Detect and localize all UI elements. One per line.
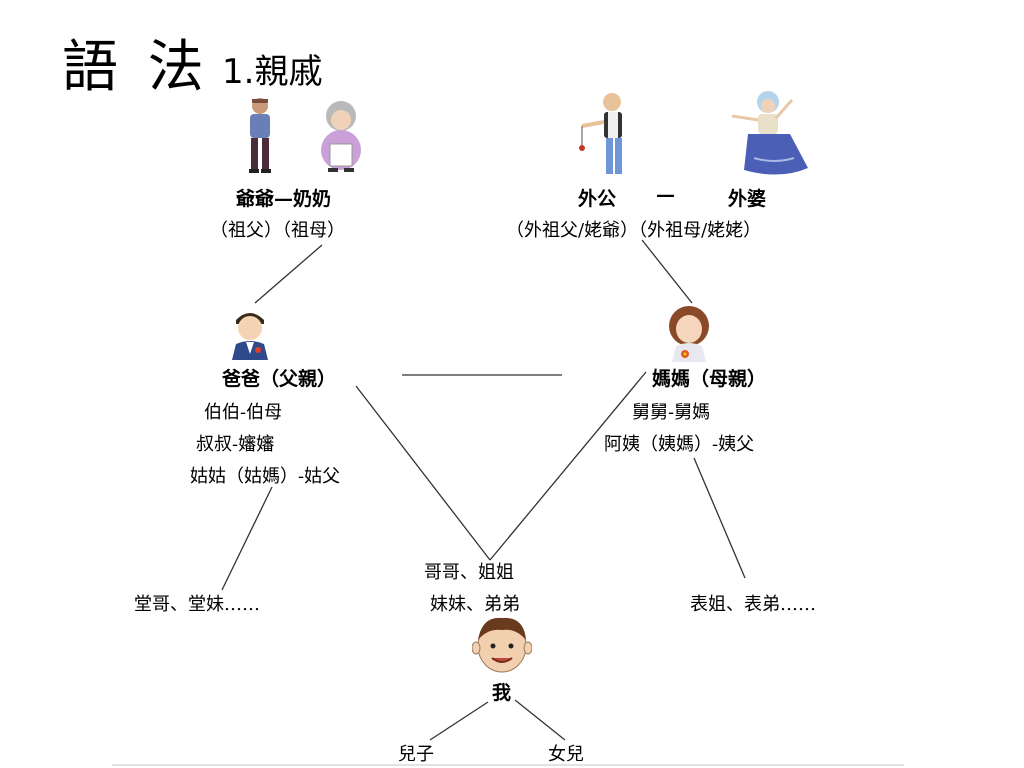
maternal-grandparents-dash: — xyxy=(656,184,675,206)
siblings-line-1: 哥哥、姐姐 xyxy=(424,562,514,583)
maternal-grandfather-figure-icon xyxy=(579,93,622,174)
daughter-label: 女兒 xyxy=(548,744,584,765)
line-grandparents-mother xyxy=(641,239,693,304)
mother-label: 媽媽（母親） xyxy=(652,368,767,390)
line-father-siblings xyxy=(355,385,491,561)
maternal-grandparents-formal: （外祖父/姥爺）（外祖母/姥姥） xyxy=(506,220,762,241)
father-figure-icon xyxy=(232,313,268,360)
paternal-grandparents-formal: （祖父）（祖母） xyxy=(210,220,345,241)
line-aunt-cousins xyxy=(221,486,273,591)
father-relative-1: 伯伯-伯母 xyxy=(204,402,283,423)
maternal-cousins: 表姐、表弟…… xyxy=(690,594,816,615)
page-title: 語 法 xyxy=(62,35,210,100)
maternal-grandmother-label: 外婆 xyxy=(728,188,767,210)
mother-figure-icon xyxy=(669,306,709,362)
self-label: 我 xyxy=(492,682,512,704)
maternal-grandmother-figure-icon xyxy=(731,91,808,175)
maternal-grandfather-label: 外公 xyxy=(578,188,617,210)
son-label: 兒子 xyxy=(398,744,434,765)
mother-relative-2: 阿姨（姨媽）-姨父 xyxy=(604,434,755,455)
father-relative-2: 叔叔-嬸嬸 xyxy=(196,434,275,455)
grandmother-figure-icon xyxy=(321,101,361,172)
line-grandparents-father xyxy=(254,244,323,304)
line-me-daughter xyxy=(514,699,566,741)
paternal-grandparents-names: 爺爺—奶奶 xyxy=(236,188,332,210)
line-mother-siblings xyxy=(489,371,647,561)
footer-divider xyxy=(112,764,904,766)
father-label: 爸爸（父親） xyxy=(222,368,337,390)
me-face-icon xyxy=(472,617,532,673)
grandfather-figure-icon xyxy=(249,98,271,173)
paternal-cousins: 堂哥、堂妹…… xyxy=(134,594,260,615)
page-subtitle: 1.親戚 xyxy=(222,52,323,92)
father-relative-3: 姑姑（姑媽）-姑父 xyxy=(190,466,341,487)
siblings-line-2: 妹妹、弟弟 xyxy=(430,594,520,615)
mother-relative-1: 舅舅-舅媽 xyxy=(632,402,711,423)
line-me-son xyxy=(429,701,489,741)
line-mother-aunt-cousins xyxy=(693,457,746,579)
